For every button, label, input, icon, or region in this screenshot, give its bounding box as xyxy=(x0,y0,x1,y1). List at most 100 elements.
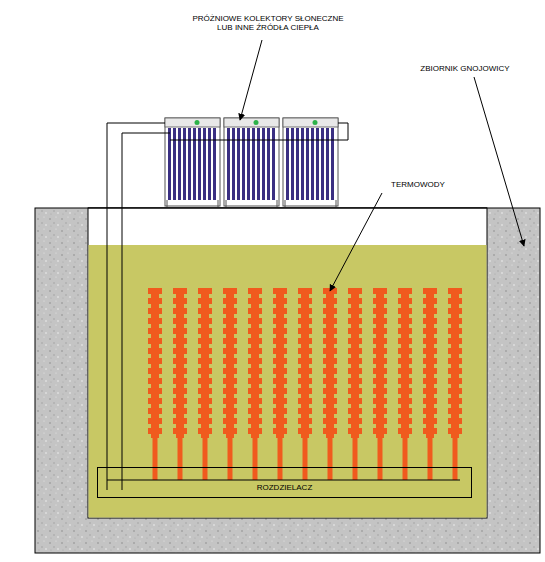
thermode-fin xyxy=(298,398,312,404)
thermode-fin xyxy=(423,378,437,384)
thermode-fin xyxy=(173,338,187,344)
thermode-stem xyxy=(428,436,433,480)
thermode-fin xyxy=(348,388,362,394)
thermode-fin xyxy=(348,378,362,384)
thermode-fin xyxy=(173,358,187,364)
thermode-fin xyxy=(423,408,437,414)
thermode-fin xyxy=(273,338,287,344)
thermode-fin xyxy=(298,328,312,334)
thermode-fin xyxy=(173,318,187,324)
vacuum-tube xyxy=(262,128,265,200)
thermode-fin xyxy=(323,408,337,414)
thermode-fin xyxy=(348,368,362,374)
thermode-fin xyxy=(398,308,412,314)
collector-leg xyxy=(167,200,168,207)
pipe xyxy=(107,123,165,490)
thermode-fin xyxy=(398,418,412,424)
thermode-fin xyxy=(348,428,362,434)
thermode-fin xyxy=(373,418,387,424)
collector-leg xyxy=(277,200,278,207)
thermode-fin xyxy=(423,338,437,344)
solar-collectors xyxy=(165,118,338,207)
thermode-fin xyxy=(248,408,262,414)
vacuum-tube xyxy=(198,128,201,200)
thermode-fin xyxy=(298,428,312,434)
thermode-fin xyxy=(423,418,437,424)
vacuum-tube xyxy=(267,128,270,200)
thermode-fin xyxy=(423,288,437,294)
vacuum-tube xyxy=(227,128,230,200)
thermode-fin xyxy=(173,388,187,394)
thermode-fin xyxy=(273,428,287,434)
thermode-fin xyxy=(298,378,312,384)
thermode-fin xyxy=(423,308,437,314)
thermode-fin xyxy=(148,338,162,344)
vacuum-tube xyxy=(321,128,324,200)
slurry xyxy=(89,245,487,518)
thermode-fin xyxy=(373,328,387,334)
tank-label: ZBIORNIK GNOJOWICY xyxy=(410,64,520,73)
thermode-fin xyxy=(148,388,162,394)
thermode-fin xyxy=(373,338,387,344)
thermode-fin xyxy=(423,328,437,334)
thermode-fin xyxy=(273,288,287,294)
collector-leg xyxy=(218,200,219,207)
thermode-fin xyxy=(173,398,187,404)
thermode-fin xyxy=(373,408,387,414)
thermode-fin xyxy=(448,328,462,334)
thermode-fin xyxy=(223,428,237,434)
thermode-stem xyxy=(228,436,233,480)
thermode-fin xyxy=(323,348,337,354)
thermode-fin xyxy=(173,348,187,354)
thermode-fin xyxy=(248,308,262,314)
thermode-fin xyxy=(198,368,212,374)
thermode-fin xyxy=(298,358,312,364)
thermode-fin xyxy=(373,388,387,394)
thermode-fin xyxy=(298,338,312,344)
thermode-fin xyxy=(223,398,237,404)
thermode-fin xyxy=(273,398,287,404)
thermode-fin xyxy=(398,298,412,304)
thermode-fin xyxy=(398,408,412,414)
thermode-fin xyxy=(248,338,262,344)
thermode-stem xyxy=(253,436,258,480)
thermode-fin xyxy=(298,298,312,304)
thermode-fin xyxy=(323,378,337,384)
thermode-fin xyxy=(223,338,237,344)
thermode-fin xyxy=(198,308,212,314)
thermode-fin xyxy=(173,418,187,424)
thermode-fin xyxy=(298,368,312,374)
thermode-fin xyxy=(423,368,437,374)
leader-line xyxy=(474,77,524,246)
vacuum-tube xyxy=(291,128,294,200)
thermode-fin xyxy=(273,418,287,424)
vacuum-tube xyxy=(183,128,186,200)
thermode-fin xyxy=(398,318,412,324)
thermode-fin xyxy=(323,308,337,314)
thermode-fin xyxy=(423,318,437,324)
thermode-fin xyxy=(298,318,312,324)
collector-dot xyxy=(313,120,318,125)
thermode-fin xyxy=(348,318,362,324)
thermode-fin xyxy=(223,328,237,334)
thermode-fin xyxy=(148,358,162,364)
vacuum-tube xyxy=(203,128,206,200)
thermode-fin xyxy=(173,428,187,434)
thermode-stem xyxy=(303,436,308,480)
thermode-fin xyxy=(323,428,337,434)
thermode-fin xyxy=(348,288,362,294)
thermode-fin xyxy=(448,418,462,424)
thermode-fin xyxy=(248,428,262,434)
thermode-fin xyxy=(348,308,362,314)
thermode-fin xyxy=(198,338,212,344)
thermode-fin xyxy=(148,288,162,294)
thermode-stem xyxy=(203,436,208,480)
thermode-fin xyxy=(198,408,212,414)
thermode-label: TERMOWODY xyxy=(378,180,458,189)
thermode-fin xyxy=(323,398,337,404)
thermode-fin xyxy=(423,388,437,394)
thermode-fin xyxy=(323,388,337,394)
thermode-fin xyxy=(423,298,437,304)
vacuum-tube xyxy=(286,128,289,200)
vacuum-tube xyxy=(326,128,329,200)
